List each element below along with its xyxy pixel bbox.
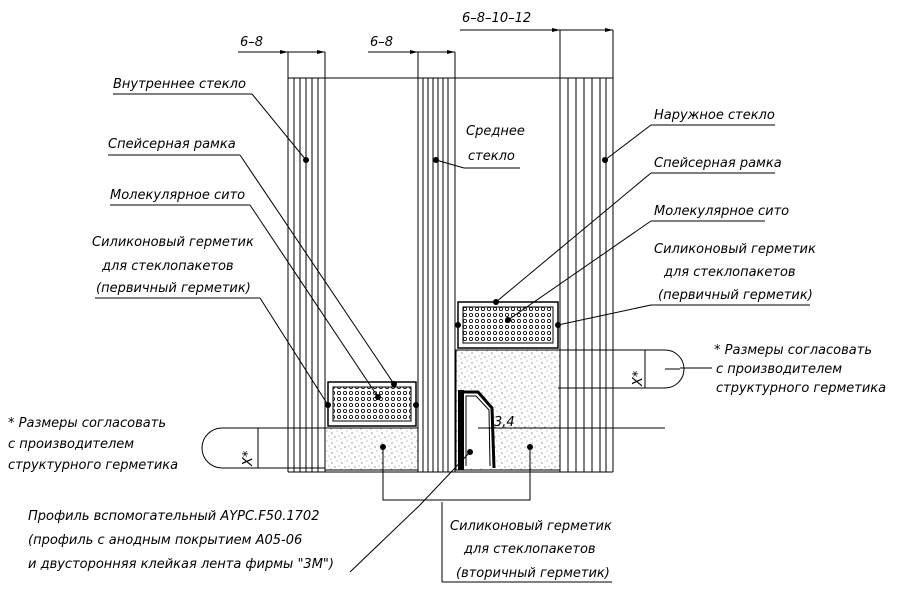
note-right-line2: с производителем <box>716 362 842 377</box>
outer-glass-pane <box>559 30 614 472</box>
middle-glass-pane <box>417 52 456 472</box>
dimension-right <box>460 28 613 32</box>
sieve-right-label: Молекулярное сито <box>654 204 789 219</box>
inner-glass-pane <box>287 52 326 472</box>
secondary-line1: Силиконовый герметик <box>450 519 612 534</box>
primary-right-line2: для стеклопакетов <box>663 265 796 280</box>
gap-label: 3,4 <box>494 415 515 430</box>
sieve-left-label: Молекулярное сито <box>110 188 245 203</box>
note-left-line1: * Размеры согласовать <box>8 416 166 431</box>
molecular-sieve-left <box>332 386 412 422</box>
note-left-line2: с производителем <box>8 437 134 452</box>
spacer-left-label: Спейсерная рамка <box>108 137 236 152</box>
note-right-line3: структурного герметика <box>716 381 886 396</box>
dim-middle-label: 6–8 <box>370 35 393 50</box>
leaders-left <box>95 93 395 406</box>
primary-left-line2: для стеклопакетов <box>101 259 234 274</box>
note-left-line3: структурного герметика <box>8 458 178 473</box>
profile-line2: (профиль с анодным покрытием A05-06 <box>28 533 302 548</box>
profile-line3: и двусторонняя клейкая лента фирмы "3М") <box>28 557 334 572</box>
x-dimension-left <box>201 427 325 469</box>
primary-right-line3: (первичный герметик) <box>658 288 813 303</box>
middle-glass-line2: стекло <box>468 149 515 164</box>
outer-glass-label: Наружное стекло <box>654 108 775 123</box>
primary-right-line1: Силиконовый герметик <box>654 242 816 257</box>
dim-right-label: 6–8–10–12 <box>462 11 531 26</box>
primary-left-line1: Силиконовый герметик <box>92 235 254 250</box>
dimension-left <box>238 50 325 54</box>
x-dimension-right <box>558 349 712 389</box>
spacer-right-label: Спейсерная рамка <box>654 156 782 171</box>
note-right-line1: * Размеры согласовать <box>714 343 872 358</box>
dim-left-label: 6–8 <box>240 35 263 50</box>
molecular-sieve-right <box>462 306 554 344</box>
secondary-line2: для стеклопакетов <box>463 542 596 557</box>
x-left-label: X* <box>241 450 256 467</box>
dimension-middle <box>368 50 455 54</box>
leaders-right <box>495 124 810 326</box>
profile-line1: Профиль вспомогательный AYPC.F50.1702 <box>28 509 319 524</box>
secondary-sealant-left <box>324 427 419 471</box>
secondary-line3: (вторичный герметик) <box>456 566 610 581</box>
x-right-label: X* <box>631 370 646 387</box>
primary-left-line3: (первичный герметик) <box>96 281 251 296</box>
middle-glass-line1: Среднее <box>466 124 525 139</box>
inner-glass-label: Внутреннее стекло <box>113 77 246 92</box>
